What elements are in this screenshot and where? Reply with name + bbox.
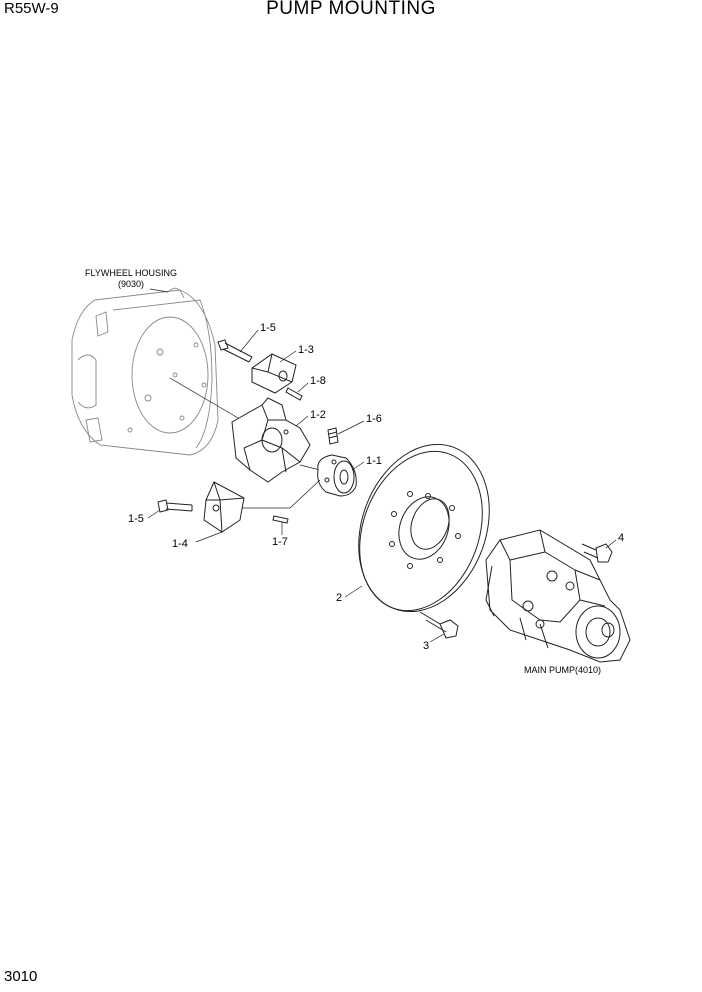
coupling-block-1-4 <box>203 481 245 533</box>
bolt-1-5-left <box>157 499 193 513</box>
part-label-3: 3 <box>423 640 429 652</box>
part-label-1-7: 1-7 <box>272 536 288 548</box>
bolt-3 <box>419 611 459 639</box>
part-label-4: 4 <box>618 532 624 544</box>
bolt-1-5-top <box>217 339 253 363</box>
part-label-1-1: 1-1 <box>366 455 382 467</box>
part-label-1-2: 1-2 <box>310 409 326 421</box>
main-pump-drawing <box>485 529 631 663</box>
set-screw-1-6 <box>327 427 339 445</box>
model-code: R55W-9 <box>4 0 59 17</box>
flywheel-housing-drawing <box>71 287 219 456</box>
page-number: 3010 <box>4 968 38 985</box>
flex-plate-2 <box>358 443 490 613</box>
flywheel-housing-ref-label: (9030) <box>118 279 144 289</box>
pin-1-7 <box>272 515 289 524</box>
part-label-1-4: 1-4 <box>172 538 188 550</box>
part-label-2: 2 <box>336 592 342 604</box>
coupling-element-1-2 <box>231 397 311 483</box>
part-label-1-5-top: 1-5 <box>260 322 276 334</box>
part-label-1-6: 1-6 <box>366 413 382 425</box>
main-pump-label: MAIN PUMP(4010) <box>524 665 601 675</box>
hub-1-1 <box>317 454 357 497</box>
pin-1-8 <box>285 387 303 401</box>
page-title: PUMP MOUNTING <box>266 0 436 19</box>
part-label-1-5-left: 1-5 <box>128 513 144 525</box>
flywheel-housing-label: FLYWHEEL HOUSING <box>85 268 177 278</box>
coupling-block-1-3 <box>251 353 297 394</box>
part-label-1-3: 1-3 <box>298 344 314 356</box>
bolt-4 <box>581 543 613 563</box>
part-label-1-8: 1-8 <box>310 375 326 387</box>
